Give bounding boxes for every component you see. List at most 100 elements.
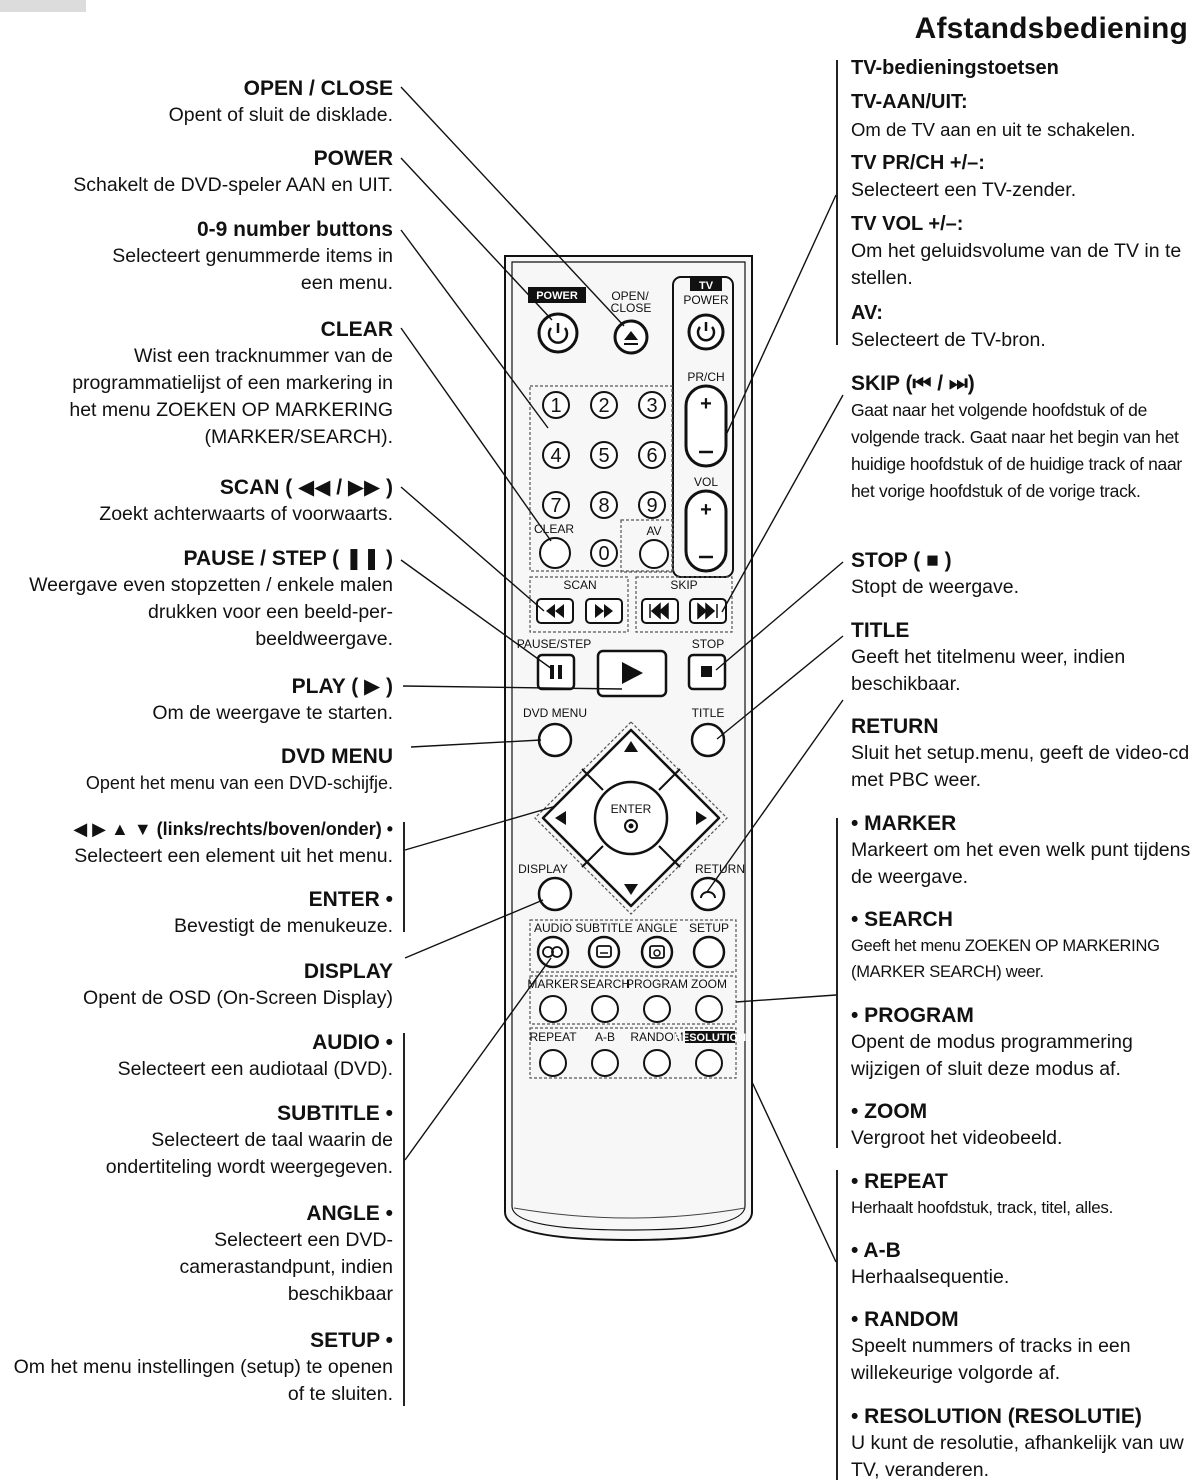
- marker-button[interactable]: [539, 995, 567, 1023]
- entry-description: Geeft het menu ZOEKEN OP MARKERING (MARK…: [851, 937, 1160, 981]
- entry-heading: AV:: [851, 302, 883, 324]
- zoom-button[interactable]: [695, 995, 723, 1023]
- number-button-5[interactable]: 5: [590, 441, 618, 469]
- enter-button[interactable]: ENTER: [593, 780, 669, 856]
- angle-label: ANGLE: [637, 921, 678, 935]
- av-button[interactable]: [639, 539, 669, 569]
- title-button[interactable]: [690, 722, 726, 758]
- number-button-0[interactable]: 0: [590, 539, 618, 567]
- nav-divider: [658, 845, 681, 868]
- arrow-up-icon[interactable]: [624, 741, 638, 752]
- random-button[interactable]: [643, 1049, 671, 1077]
- entry-heading: TITLE: [851, 619, 910, 642]
- leader-repeat-resolution: [751, 1081, 837, 1263]
- leader-number-buttons: [400, 229, 549, 429]
- svg-text:5: 5: [598, 445, 609, 467]
- entry-tv-prch: TV PR/CH +/–: Selecteert een TV-zender.: [851, 150, 1196, 204]
- number-button-9[interactable]: 9: [638, 491, 666, 519]
- bracket-tv-controls: [836, 60, 838, 345]
- number-button-4[interactable]: 4: [542, 441, 570, 469]
- leader-skip: [721, 394, 844, 613]
- leader-lines: [400, 86, 844, 1263]
- entry-description: Vergroot het videobeeld.: [851, 1127, 1063, 1149]
- ab-button[interactable]: [591, 1049, 619, 1077]
- resolution-button[interactable]: [695, 1049, 723, 1077]
- entry-setup: SETUP • Om het menu instellingen (setup)…: [10, 1327, 393, 1408]
- stop-icon: [701, 666, 712, 677]
- entry-description: U kunt de resolutie, afhankelijk van uw …: [851, 1432, 1184, 1481]
- entry-description: Selecteert de taal waarin de ondertiteli…: [105, 1129, 393, 1178]
- skip-previous-icon: [649, 602, 669, 620]
- number-pad-area: [529, 385, 673, 572]
- repeat-row-area: [529, 1027, 737, 1079]
- tv-power-button[interactable]: [687, 313, 725, 351]
- entry-description: Opent de modus programmering wijzigen of…: [851, 1031, 1133, 1080]
- program-button[interactable]: [643, 995, 671, 1023]
- angle-button[interactable]: [640, 935, 674, 969]
- arrow-down-icon[interactable]: [624, 884, 638, 895]
- number-button-8[interactable]: 8: [590, 491, 618, 519]
- entry-heading: TV-AAN/UIT:: [851, 91, 968, 113]
- pr-ch-label: PR/CH: [687, 370, 724, 384]
- program-label: PROGRAM: [626, 977, 688, 991]
- arrow-right-icon[interactable]: [696, 811, 707, 825]
- open-close-button[interactable]: [613, 319, 649, 355]
- dvd-menu-label: DVD MENU: [523, 706, 587, 720]
- leader-arrow-keys: [404, 805, 557, 851]
- audio-row-area: [529, 919, 737, 973]
- vol-rocker[interactable]: +: [684, 489, 728, 573]
- entry-heading: 0-9 number buttons: [196, 218, 393, 241]
- number-button-1[interactable]: 1: [542, 391, 570, 419]
- return-button[interactable]: [690, 876, 726, 912]
- entry-resolution: • RESOLUTION (RESOLUTIE) U kunt de resol…: [851, 1403, 1196, 1484]
- page-corner-tab: [0, 0, 86, 12]
- remote-bottom-curve: [513, 1207, 746, 1219]
- stop-button[interactable]: [687, 653, 727, 691]
- search-button[interactable]: [591, 995, 619, 1023]
- entry-heading: AUDIO •: [312, 1031, 393, 1054]
- repeat-button[interactable]: [539, 1049, 567, 1077]
- entry-description: Opent of sluit de disklade.: [168, 104, 393, 126]
- entry-heading: TV-bedieningstoetsen: [851, 57, 1059, 79]
- number-button-3[interactable]: 3: [638, 391, 666, 419]
- resolution-badge: [685, 1031, 735, 1043]
- bracket-arrow-enter: [403, 822, 405, 932]
- number-button-6[interactable]: 6: [638, 441, 666, 469]
- title-label: TITLE: [692, 706, 725, 720]
- audio-button[interactable]: [536, 935, 570, 969]
- pause-step-button[interactable]: [536, 653, 576, 691]
- entry-tv-power: TV-AAN/UIT: Om de TV aan en uit te schak…: [851, 89, 1196, 143]
- number-button-2[interactable]: 2: [590, 391, 618, 419]
- leader-audio-setup: [404, 957, 552, 1161]
- entry-clear: CLEAR Wist een tracknummer van de progra…: [10, 316, 393, 451]
- power-icon: [547, 327, 569, 344]
- skip-back-button[interactable]: [641, 598, 679, 624]
- leader-tv-controls: [726, 194, 837, 434]
- leader-pause-step: [400, 559, 553, 670]
- number-button-7[interactable]: 7: [542, 491, 570, 519]
- subtitle-button[interactable]: [587, 935, 621, 969]
- skip-forward-button[interactable]: [689, 598, 727, 624]
- entry-heading: DVD MENU: [280, 745, 393, 768]
- scan-forward-button[interactable]: [585, 598, 623, 624]
- arrow-left-icon[interactable]: [555, 811, 566, 825]
- dvd-menu-button[interactable]: [537, 722, 573, 758]
- repeat-label: REPEAT: [529, 1030, 577, 1044]
- marker-row-area: [529, 975, 737, 1025]
- entry-dvd-menu: DVD MENU Opent het menu van een DVD-schi…: [10, 743, 393, 797]
- entry-description: Weergave even stopzetten / enkele malen …: [29, 574, 393, 650]
- clear-button[interactable]: [539, 537, 571, 569]
- pr-ch-rocker[interactable]: +: [684, 384, 728, 468]
- entry-arrow-keys: ◀ ▶ ▲ ▼ (links/rechts/boven/onder) • Sel…: [10, 816, 393, 870]
- power-button[interactable]: [537, 312, 579, 354]
- entry-audio: AUDIO • Selecteert een audiotaal (DVD).: [10, 1029, 393, 1083]
- skip-next-icon: [697, 602, 718, 620]
- audio-label: AUDIO: [534, 921, 572, 935]
- play-button[interactable]: [596, 649, 668, 698]
- display-button[interactable]: [537, 876, 573, 912]
- scan-back-button[interactable]: [536, 598, 574, 624]
- setup-button[interactable]: [692, 935, 726, 969]
- entry-stop: STOP ( ■ ) Stopt de weergave.: [851, 547, 1196, 601]
- tv-badge: [690, 278, 722, 291]
